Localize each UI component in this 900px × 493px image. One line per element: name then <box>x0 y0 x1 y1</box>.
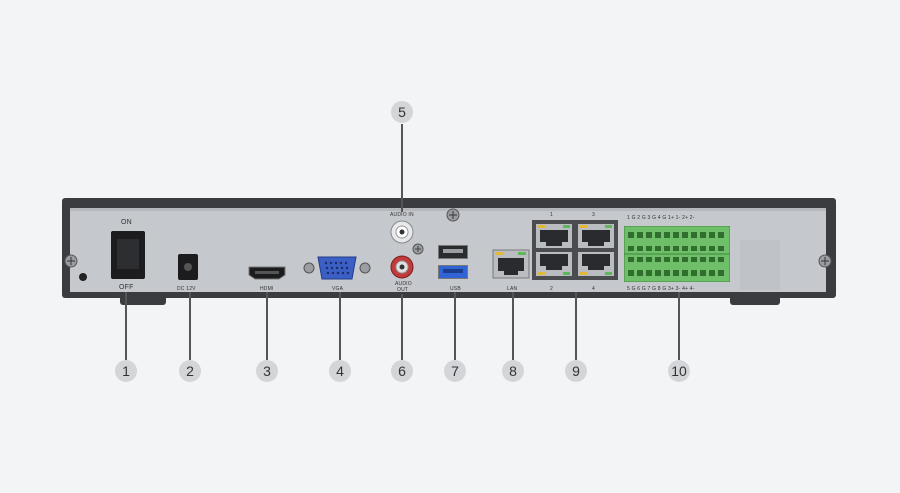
lan-label: LAN <box>507 286 518 292</box>
reset-hole[interactable] <box>79 273 87 281</box>
power-switch[interactable] <box>111 231 145 279</box>
callout-4: 4 <box>329 360 351 382</box>
screw-icon <box>446 208 460 222</box>
poe-port-block[interactable] <box>532 220 618 280</box>
vga-port[interactable] <box>301 255 373 281</box>
power-off-label: OFF <box>119 284 134 291</box>
poe-label-1: 1 <box>550 212 553 218</box>
screw-icon <box>64 254 78 268</box>
dc-label: DC 12V <box>177 286 196 292</box>
leader-line-4 <box>339 292 341 360</box>
power-on-label: ON <box>121 219 132 226</box>
vga-label: VGA <box>332 286 344 292</box>
leader-line-2 <box>189 292 191 360</box>
callout-6: 6 <box>391 360 413 382</box>
leader-line-1 <box>125 292 127 360</box>
leader-line-9 <box>575 292 577 360</box>
leader-line-6 <box>401 294 403 360</box>
callout-2: 2 <box>179 360 201 382</box>
leader-line-7 <box>454 292 456 360</box>
callout-10: 10 <box>668 360 690 382</box>
lan-port[interactable] <box>492 249 530 279</box>
callout-8: 8 <box>502 360 524 382</box>
hdmi-port[interactable] <box>247 265 287 281</box>
callout-7: 7 <box>444 360 466 382</box>
leader-line-10 <box>678 292 680 360</box>
usb-port-top[interactable] <box>438 245 468 259</box>
audio-in-jack[interactable] <box>390 220 414 244</box>
poe-label-3: 3 <box>592 212 595 218</box>
callout-3: 3 <box>256 360 278 382</box>
right-foot <box>730 298 780 305</box>
left-foot <box>120 298 166 305</box>
audio-in-label: AUDIO IN <box>390 212 414 218</box>
poe-label-4: 4 <box>592 286 595 292</box>
usb-label: USB <box>450 286 461 292</box>
dc-power-jack[interactable] <box>178 254 198 280</box>
audio-out-label-1: AUDIO <box>395 281 412 287</box>
leader-line-5 <box>401 124 403 212</box>
terminal-bottom-labels: 5 G 6 G 7 G 8 G 3+ 3- 4+ 4- <box>627 286 695 292</box>
terminal-top-labels: 1 G 2 G 3 G 4 G 1+ 1- 2+ 2- <box>627 215 695 221</box>
poe-label-2: 2 <box>550 286 553 292</box>
screw-icon <box>412 243 424 255</box>
callout-5: 5 <box>391 101 413 123</box>
callout-9: 9 <box>565 360 587 382</box>
leader-line-8 <box>512 292 514 360</box>
leader-line-3 <box>266 292 268 360</box>
hdmi-label: HDMI <box>260 286 274 292</box>
audio-out-jack[interactable] <box>390 255 414 279</box>
alarm-terminal-block[interactable] <box>624 226 730 282</box>
audio-out-label-2: OUT <box>397 287 409 293</box>
callout-1: 1 <box>115 360 137 382</box>
usb-port-bottom[interactable] <box>438 265 468 279</box>
screw-icon <box>818 254 832 268</box>
